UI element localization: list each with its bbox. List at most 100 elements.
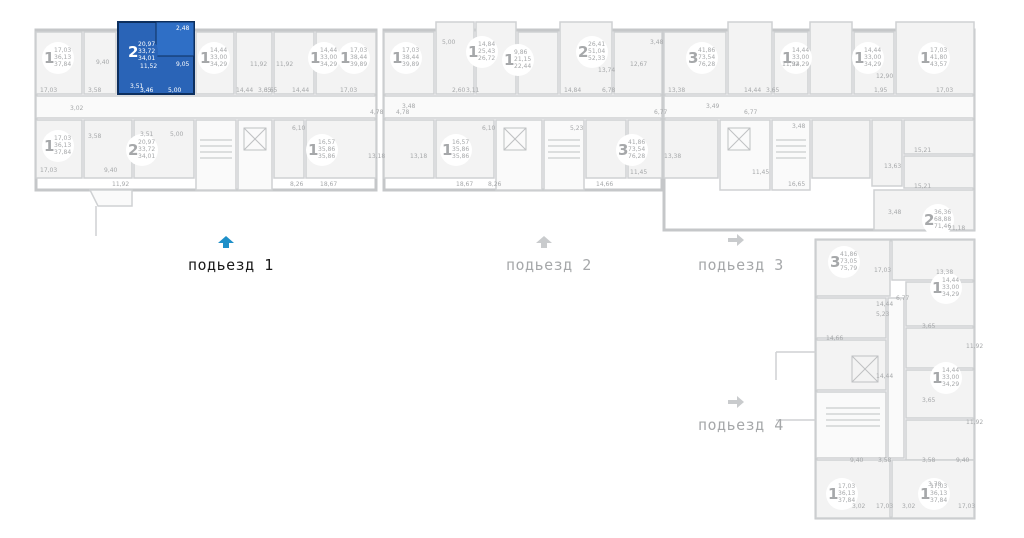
room-area-label: 14,44 (876, 301, 893, 308)
entrance-2-label[interactable]: подьезд 2 (506, 256, 592, 274)
room-area-label: 3,48 (888, 209, 902, 216)
apartment-area: 33,00 (320, 54, 337, 61)
room-area-label: 16,65 (788, 181, 805, 188)
apartment-area: 16,57 (318, 139, 335, 146)
room-area-label: 9,40 (850, 457, 864, 464)
apartment-area: 33,00 (942, 374, 959, 381)
entrance-1-label[interactable]: подьезд 1 (188, 256, 274, 274)
apartment-area: 20,97 (138, 139, 155, 146)
apartment-circle (918, 42, 950, 74)
entrance-3-label[interactable]: подьезд 3 (698, 256, 784, 274)
apartment-area: 33,00 (864, 54, 881, 61)
apartment-area: 37,84 (54, 61, 71, 68)
apartment-area: 76,28 (698, 61, 715, 68)
room-area-label: 21,18 (948, 225, 965, 232)
apartment-rooms: 3 (830, 253, 840, 271)
room-area-label: 17,03 (958, 503, 975, 510)
stairs-4 (826, 355, 880, 427)
room-area-label: 11,92 (782, 61, 799, 68)
room-area-label: 11,92 (112, 181, 129, 188)
room-area-label: 14,44 (876, 373, 893, 380)
apartment-rooms: 1 (932, 369, 942, 387)
apartment-circle (42, 42, 74, 74)
room-area-label: 6,77 (896, 295, 910, 302)
room-area-label: 3,65 (766, 87, 780, 94)
room-area-label: 12,90 (876, 73, 893, 80)
room-area-label: 17,03 (874, 267, 891, 274)
apartment-area: 17,03 (930, 47, 947, 54)
apartment-area: 35,86 (452, 153, 469, 160)
apartment-circle (466, 36, 498, 68)
room-area-label: 14,44 (744, 87, 761, 94)
apartment-circle (616, 134, 648, 166)
room-area-label: 14,44 (292, 87, 309, 94)
apartment-area: 71,46 (934, 223, 951, 230)
apartment-area: 34,01 (138, 55, 155, 62)
stairs-1 (200, 127, 267, 159)
entrance-4-label[interactable]: подьезд 4 (698, 416, 784, 434)
room-area-label: 3,78 (928, 481, 942, 488)
entrance-2-arrow-icon[interactable] (536, 236, 552, 248)
apartment-area: 34,29 (942, 291, 959, 298)
room-area-label: 11,52 (140, 63, 157, 70)
apartment-rooms: 1 (340, 49, 350, 67)
room-area-label: 3,49 (706, 103, 720, 110)
apartment-area: 17,03 (838, 483, 855, 490)
apartment-rooms: 2 (924, 211, 934, 229)
apartment-circle (576, 36, 608, 68)
apartment-area: 36,13 (54, 54, 71, 61)
entrance-3-arrow-icon[interactable] (728, 234, 744, 246)
apartment-rooms: 1 (932, 279, 942, 297)
apartment-rooms: 1 (854, 49, 864, 67)
apartment-area: 26,72 (478, 55, 495, 62)
entrance-1-arrow-icon[interactable] (218, 236, 234, 248)
apartment-area: 37,84 (838, 497, 855, 504)
entrance-4-arrow-icon[interactable] (728, 396, 744, 408)
apartment-area: 17,03 (54, 47, 71, 54)
apartment-circle (42, 130, 74, 162)
room-area-label: 3,58 (922, 457, 936, 464)
room-area-label: 12,67 (630, 61, 647, 68)
room-area-label: 11,92 (966, 419, 983, 426)
apartment-area: 73,54 (628, 146, 645, 153)
apartment-rooms: 1 (442, 141, 452, 159)
room-area-label: 5,00 (442, 39, 456, 46)
apartment-circle (918, 478, 950, 510)
apartment-rooms: 1 (920, 49, 930, 67)
room-area-label: 15,21 (914, 183, 931, 190)
apartment-area: 73,05 (840, 258, 857, 265)
apartment-rooms: 1 (828, 485, 838, 503)
apartment-area: 38,44 (350, 54, 367, 61)
apartment-area: 36,13 (54, 142, 71, 149)
room-area-label: 9,40 (104, 167, 118, 174)
apartment-area: 33,72 (138, 48, 155, 55)
room-area-label: 3,51 (140, 131, 154, 138)
apartment-area: 75,79 (840, 265, 857, 272)
apartment-area: 26,41 (588, 41, 605, 48)
room-area-label: 3,58 (88, 87, 102, 94)
